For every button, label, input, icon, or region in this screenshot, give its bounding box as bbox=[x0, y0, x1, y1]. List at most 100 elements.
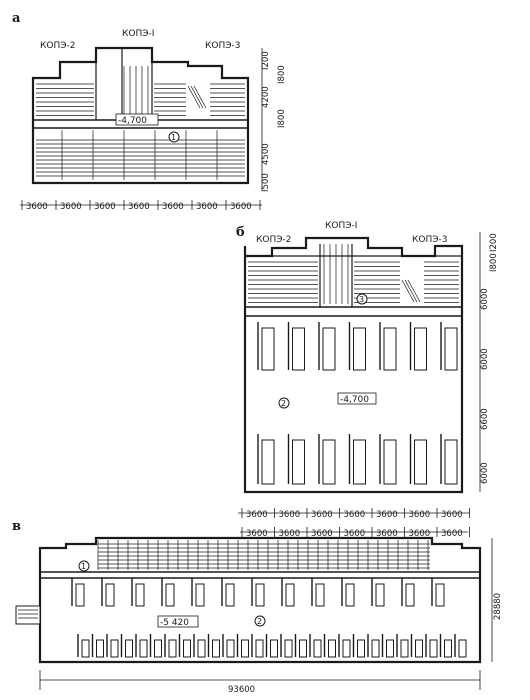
plan-b-outline bbox=[243, 236, 464, 494]
plan-a-unit-kope2: КОПЭ-2 bbox=[40, 41, 76, 51]
pen bbox=[261, 327, 275, 371]
pen bbox=[345, 583, 355, 607]
dim-label: 3600 bbox=[60, 202, 82, 212]
plan-v-zone-marker-2 bbox=[254, 615, 266, 627]
plan-b-level-box bbox=[337, 392, 377, 405]
plan-b-zone-marker-2 bbox=[278, 397, 290, 409]
pen bbox=[405, 583, 415, 607]
pen bbox=[96, 639, 104, 658]
pen bbox=[313, 639, 322, 658]
plan-a-zone-marker bbox=[168, 131, 180, 143]
plan-b-unit-kope2: КОПЭ-2 bbox=[256, 235, 292, 245]
pen bbox=[383, 439, 397, 485]
pen bbox=[414, 327, 427, 371]
plan-v-pens-top bbox=[71, 578, 445, 607]
plan-b-rdim-1: 6000 bbox=[480, 288, 490, 310]
plan-b-cage-rows bbox=[248, 244, 459, 304]
plan-v-cage-rows bbox=[97, 540, 430, 570]
pen bbox=[226, 639, 235, 658]
pen bbox=[110, 639, 119, 658]
dim-label: 3600 bbox=[441, 529, 463, 539]
plan-b-rdim-0: I200 bbox=[489, 233, 499, 252]
dim-label: 3600 bbox=[230, 202, 252, 212]
dim-label: 3600 bbox=[311, 529, 333, 539]
pen bbox=[285, 583, 295, 607]
plan-v-overall-width: 28880 bbox=[493, 593, 503, 620]
pen bbox=[75, 583, 85, 607]
plan-v-outline bbox=[38, 536, 482, 664]
dim-label: 3600 bbox=[279, 529, 301, 539]
pen bbox=[342, 639, 351, 658]
plan-a-letter: а bbox=[12, 11, 21, 26]
dim-label: 3600 bbox=[311, 510, 333, 520]
pen bbox=[261, 439, 275, 485]
pen bbox=[371, 639, 380, 658]
pen bbox=[444, 439, 458, 485]
pen bbox=[183, 639, 191, 658]
plan-b-rdim-inner-0: I800 bbox=[489, 253, 499, 272]
pen bbox=[444, 639, 452, 658]
pen bbox=[81, 639, 90, 658]
plan-b-unit-kope1: КОПЭ-I bbox=[325, 221, 357, 231]
pen bbox=[195, 583, 205, 607]
pen bbox=[383, 327, 397, 371]
pen bbox=[322, 439, 336, 485]
pen bbox=[255, 583, 265, 607]
dim-label: 3600 bbox=[441, 510, 463, 520]
plan-a-rdim-3: I500 bbox=[261, 173, 271, 192]
pen bbox=[270, 639, 278, 658]
plan-b-level: -4,700 bbox=[340, 395, 369, 405]
pen bbox=[415, 639, 423, 658]
plan-b-rdim-2: 6000 bbox=[480, 348, 490, 370]
pen bbox=[225, 583, 235, 607]
pen bbox=[139, 639, 148, 658]
dim-label: 3600 bbox=[409, 529, 431, 539]
dim-label: 3600 bbox=[279, 510, 301, 520]
plan-b-rdim-3: 6600 bbox=[480, 408, 490, 430]
pen bbox=[197, 639, 206, 658]
plan-a-rdim-inner-1: I800 bbox=[277, 109, 287, 128]
plan-b-unit-kope3: КОПЭ-3 bbox=[412, 235, 448, 245]
plan-a-outline bbox=[31, 46, 250, 185]
dim-label: 3600 bbox=[344, 510, 366, 520]
dim-label: 3600 bbox=[246, 529, 268, 539]
plan-v-level: -5 420 bbox=[160, 618, 189, 628]
dim-label: 3600 bbox=[26, 202, 48, 212]
plan-b-zone-marker-3-text: 3 bbox=[359, 295, 364, 304]
plan-v-pens-bottom bbox=[77, 634, 467, 658]
dim-label: 3600 bbox=[246, 510, 268, 520]
plan-v-letter: в bbox=[12, 519, 21, 534]
pen bbox=[292, 327, 305, 371]
pen bbox=[241, 639, 249, 658]
plan-a-rdim-2: 4500 bbox=[261, 143, 271, 165]
pen bbox=[315, 583, 325, 607]
dim-label: 3600 bbox=[344, 529, 366, 539]
dim-label: 3600 bbox=[376, 510, 398, 520]
plan-a-unit-kope1: КОПЭ-I bbox=[122, 29, 154, 39]
pen bbox=[125, 639, 133, 658]
plan-v-zone-marker-1-text: 1 bbox=[81, 562, 86, 571]
dim-label: 3600 bbox=[94, 202, 116, 212]
plan-a-rdim-0: I200 bbox=[261, 51, 271, 70]
plan-v-overall-length: 93600 bbox=[228, 685, 255, 695]
plan-a-cage-rows-bottom bbox=[36, 130, 245, 180]
plan-a-level: -4,700 bbox=[118, 116, 147, 126]
pen bbox=[375, 583, 385, 607]
plan-a-level-box bbox=[115, 113, 159, 126]
pen bbox=[353, 327, 366, 371]
plan-v-zone-marker-2-text: 2 bbox=[257, 617, 262, 626]
pen bbox=[353, 439, 366, 485]
pen bbox=[135, 583, 145, 607]
plan-b-letter: б bbox=[236, 225, 245, 240]
pen bbox=[458, 639, 467, 658]
plan-b-rdim-4: 6000 bbox=[480, 462, 490, 484]
pen bbox=[255, 639, 264, 658]
plan-b-pens-top bbox=[257, 322, 458, 371]
pen bbox=[429, 639, 438, 658]
